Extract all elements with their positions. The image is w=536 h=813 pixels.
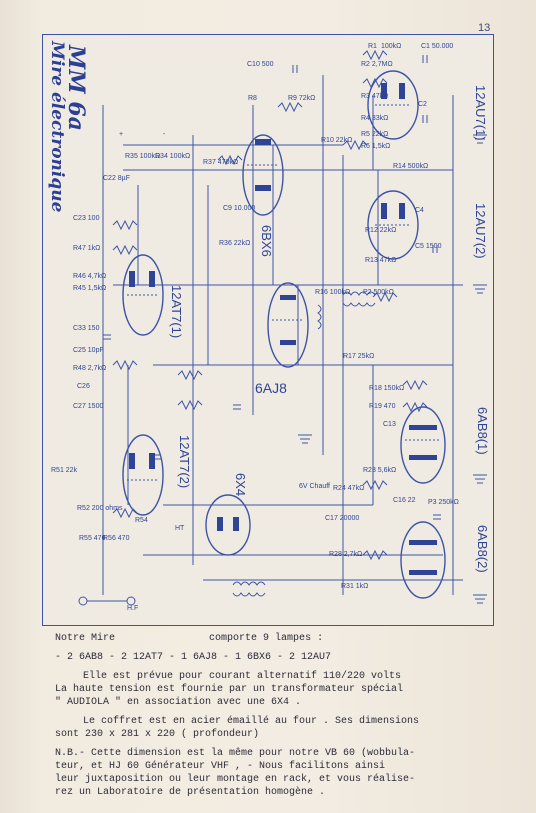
component-label: C16 22 (393, 497, 416, 504)
component-label: R48 2,7kΩ (73, 365, 107, 372)
component-label: C27 1500 (73, 403, 104, 410)
lamp-count-line: Notre Mire comporte 9 lampes : (55, 632, 505, 645)
component-label: R4 33kΩ (361, 115, 389, 122)
component-label: C1 50.000 (421, 43, 454, 50)
tube-label-6ab8-1: 6AB8(1) (475, 407, 490, 455)
component-label: C10 500 (247, 61, 274, 68)
paragraph-2-line-1: Le coffret est en acier émaillé au four … (83, 716, 420, 727)
component-label: C9 10.000 (223, 205, 256, 212)
component-label: R51 22k (51, 467, 78, 474)
paragraph-1: Elle est prévue pour courant alternatif … (55, 670, 505, 683)
paragraph-3-line-4: rez un Laboratoire de présentation homog… (55, 787, 326, 798)
component-label: R10 22kΩ (321, 137, 353, 144)
component-label: R8 (248, 95, 257, 102)
component-label: C26 (77, 383, 90, 390)
component-label: R3 47kΩ (361, 93, 389, 100)
tube-label-6bx6: 6BX6 (259, 225, 274, 257)
component-label: R55 470 (79, 535, 106, 542)
component-label: C13 (383, 421, 396, 428)
component-label: R6 1,5kΩ (361, 143, 391, 150)
lamp-list: - 2 6AB8 - 2 12AT7 - 1 6AJ8 - 1 6BX6 - 2… (55, 652, 332, 663)
component-label: R18 150kΩ (369, 385, 405, 392)
paragraph-2: Le coffret est en acier émaillé au four … (55, 715, 505, 728)
paragraph-3-line-1: N.B.- Cette dimension est la même pour n… (55, 748, 416, 759)
paragraph-3-line-2: teur, et HJ 60 Générateur VHF , - Nous f… (55, 761, 386, 772)
schematic-model: MM 6a (63, 45, 89, 131)
component-label: R12 22kΩ (365, 227, 397, 234)
tube-label-12au7-1: 12AU7(1) (473, 85, 488, 141)
schematic-diagram: Mire électronique MM 6a 12AU7(1) 12AU7(2… (42, 34, 494, 626)
component-label: R16 100kΩ (315, 289, 351, 296)
component-label: R37 470kΩ (203, 159, 239, 166)
component-label: R31 1kΩ (341, 583, 369, 590)
component-label: P2 500kΩ (363, 289, 394, 296)
component-label: R17 25kΩ (343, 353, 375, 360)
component-label: R2 2,7MΩ (361, 61, 393, 68)
component-label: R34 100kΩ (155, 153, 191, 160)
component-label: HT (175, 525, 185, 532)
tube-label-12at7-2: 12AT7(2) (177, 435, 192, 489)
component-label: 6V Chauff (299, 483, 331, 490)
tube-label-12at7-1: 12AT7(1) (169, 285, 184, 339)
paragraph-2-line-2: sont 230 x 281 x 220 ( profondeur) (55, 729, 260, 740)
component-label: C4 (415, 207, 424, 214)
component-label: R1 (368, 43, 377, 50)
component-label: + (119, 131, 124, 138)
component-label: - (163, 131, 166, 138)
component-label: R36 22kΩ (219, 240, 251, 247)
component-label: C33 150 (73, 325, 100, 332)
component-label: R45 1,5kΩ (73, 285, 107, 292)
component-label: C22 8µF (103, 175, 130, 182)
tube-label-6x4: 6X4 (233, 473, 248, 497)
component-label: H.F (127, 605, 139, 612)
component-label: R52 200 ohms (77, 505, 123, 512)
circuit-wiring (78, 49, 487, 606)
component-label: 100kΩ (381, 43, 402, 50)
component-label: R56 470 (103, 535, 130, 542)
component-label: R19 470 (369, 403, 396, 410)
intro-left: Notre Mire (55, 633, 116, 644)
component-label: C17 20000 (325, 515, 360, 522)
component-label: C23 100 (73, 215, 100, 222)
component-label: C2 (418, 101, 427, 108)
intro-right: comporte 9 lampes : (209, 633, 324, 644)
component-label: R28 2,7kΩ (329, 551, 363, 558)
tube-label-12au7-2: 12AU7(2) (473, 203, 488, 259)
tube-label-6ab8-2: 6AB8(2) (475, 525, 490, 573)
component-label: R46 4,7kΩ (73, 273, 107, 280)
component-label: R13 47kΩ (365, 257, 397, 264)
paragraph-3-line-3: leur juxtaposition ou leur montage en ra… (55, 774, 416, 785)
paragraph-1-line-2: La haute tension est fournie par un tran… (55, 684, 404, 695)
paragraph-1-line-1: Elle est prévue pour courant alternatif … (83, 671, 402, 682)
tube-label-6aj8: 6AJ8 (255, 380, 287, 396)
component-label: R9 72kΩ (288, 95, 316, 102)
component-label: R47 1kΩ (73, 245, 101, 252)
component-label: C25 10pF (73, 347, 104, 354)
page-number: 13 (478, 22, 491, 34)
component-label: C5 1500 (415, 243, 442, 250)
component-label: P3 250kΩ (428, 499, 459, 506)
paragraph-1-line-3: " AUDIOLA " en association avec une 6X4 … (55, 697, 302, 708)
description-text: Notre Mire comporte 9 lampes : - 2 6AB8 … (55, 632, 505, 799)
component-label: R23 5,6kΩ (363, 467, 397, 474)
component-label: R24 47kΩ (333, 485, 365, 492)
component-label: R14 500kΩ (393, 163, 429, 170)
component-label: R54 (135, 517, 148, 524)
component-label: R5 22kΩ (361, 131, 389, 138)
schematic-title: Mire électronique (47, 41, 67, 213)
component-label: R35 100kΩ (125, 153, 161, 160)
